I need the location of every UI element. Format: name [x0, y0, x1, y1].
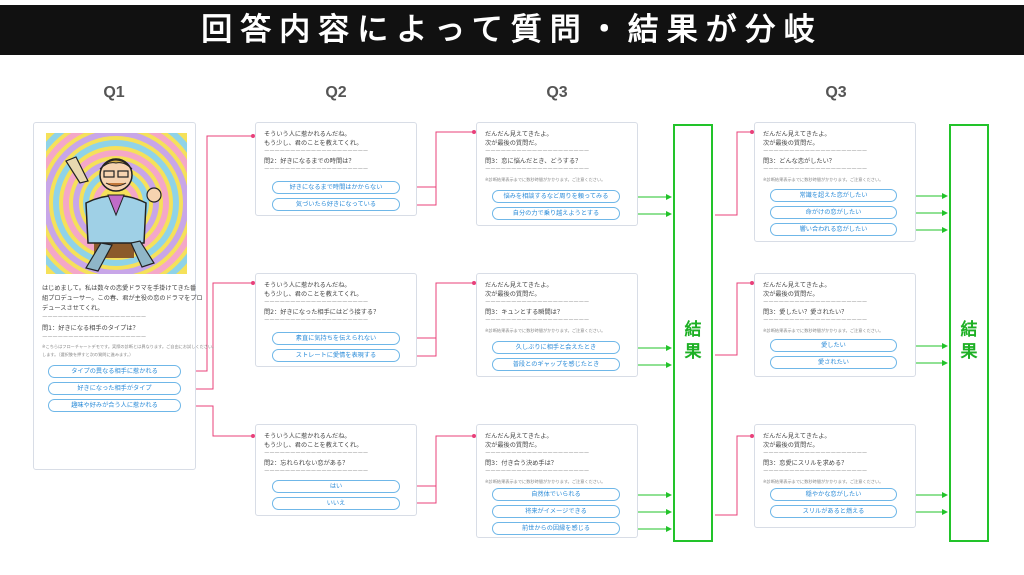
q2-rule: ーーーーーーーーーーーーーーーーーーーー: [264, 167, 369, 173]
column-label-q3-second: Q3: [825, 84, 847, 101]
q2-1-option-1[interactable]: 好きになるまで時間はかからない: [272, 181, 400, 194]
q3-line-1: だんだん見えてきたよ。: [485, 131, 553, 138]
q2-line-2: もう少し、君のことを教えてくれ。: [264, 140, 363, 147]
q3-note: ※診断結果表示までに数秒時間がかかります。ご注意ください。: [763, 479, 884, 484]
q1-option-3[interactable]: 趣味や好みが合う人に惹かれる: [48, 399, 181, 412]
q2-rule: ーーーーーーーーーーーーーーーーーーーー: [264, 300, 369, 306]
q3a-card-3: だんだん見えてきたよ。 次が最後の質問だ。 ーーーーーーーーーーーーーーーーーー…: [476, 424, 638, 538]
q3-question: 問3：愛したい？愛されたい？: [763, 309, 848, 316]
q1-intro-line-3: デュースさせてくれ。: [42, 305, 104, 312]
q3-note: ※診断結果表示までに数秒時間がかかります。ご注意ください。: [763, 177, 884, 182]
q2-question: 問2：好きになるまでの時間は？: [264, 158, 355, 165]
q3-rule: ーーーーーーーーーーーーーーーーーーーー: [485, 469, 590, 475]
q2-2-option-2[interactable]: ストレートに愛情を表現する: [272, 349, 400, 362]
q3-rule: ーーーーーーーーーーーーーーーーーーーー: [763, 451, 868, 457]
column-label-q3: Q3: [546, 84, 568, 101]
q3b-2-option-1[interactable]: 愛したい: [770, 339, 897, 352]
q3-rule: ーーーーーーーーーーーーーーーーーーーー: [485, 300, 590, 306]
q3b-3-option-1[interactable]: 穏やかな恋がしたい: [770, 488, 897, 501]
q3-line-2: 次が最後の質問だ。: [485, 291, 541, 298]
q3b-1-option-1[interactable]: 常識を超えた恋がしたい: [770, 189, 897, 202]
q3-line-2: 次が最後の質問だ。: [763, 442, 819, 449]
q3-line-1: だんだん見えてきたよ。: [763, 131, 831, 138]
q2-rule: ーーーーーーーーーーーーーーーーーーーー: [264, 451, 369, 457]
q3a-3-option-3[interactable]: 前世からの因縁を感じる: [492, 522, 620, 535]
q1-note-2: します。（選択肢を押すと次の質問に進みます。）: [42, 352, 134, 357]
q3a-1-option-1[interactable]: 悩みを相談するなど周りを頼ってみる: [492, 190, 620, 203]
q3-question: 問3：付き合う決め手は？: [485, 460, 557, 467]
q3-line-1: だんだん見えてきたよ。: [485, 433, 553, 440]
q2-line-2: もう少し、君のことを教えてくれ。: [264, 442, 363, 449]
q2-2-option-1[interactable]: 素直に気持ちを伝えられない: [272, 332, 400, 345]
q1-rule-top: ーーーーーーーーーーーーーーーーーーーー: [42, 315, 147, 321]
q3-rule: ーーーーーーーーーーーーーーーーーーーー: [485, 451, 590, 457]
q3a-3-option-2[interactable]: 将来がイメージできる: [492, 505, 620, 518]
q3-rule: ーーーーーーーーーーーーーーーーーーーー: [763, 167, 868, 173]
q3-rule: ーーーーーーーーーーーーーーーーーーーー: [763, 318, 868, 324]
q3a-1-option-2[interactable]: 自分の力で乗り越えようとする: [492, 207, 620, 220]
q3-line-2: 次が最後の質問だ。: [485, 140, 541, 147]
q3-note: ※診断結果表示までに数秒時間がかかります。ご注意ください。: [485, 177, 606, 182]
q3a-2-option-1[interactable]: 久しぶりに相手と会えたとき: [492, 341, 620, 354]
q3a-2-option-2[interactable]: 普段とのギャップを感じたとき: [492, 358, 620, 371]
q3-rule: ーーーーーーーーーーーーーーーーーーーー: [485, 149, 590, 155]
q1-option-2[interactable]: 好きになった相手がタイプ: [48, 382, 181, 395]
q3-rule: ーーーーーーーーーーーーーーーーーーーー: [763, 149, 868, 155]
q2-question: 問2：忘れられない恋がある？: [264, 460, 349, 467]
q3-note: ※診断結果表示までに数秒時間がかかります。ご注意ください。: [485, 479, 606, 484]
q2-rule: ーーーーーーーーーーーーーーーーーーーー: [264, 469, 369, 475]
q2-rule: ーーーーーーーーーーーーーーーーーーーー: [264, 318, 369, 324]
q2-question: 問2：好きになった相手にはどう接する？: [264, 309, 380, 316]
q1-card: はじめまして。私は数々の恋愛ドラマを手掛けてきた番 組プロデューサー。この春、君…: [33, 122, 216, 470]
q2-3-option-1[interactable]: はい: [272, 480, 400, 493]
result-char-2: 果: [684, 342, 702, 362]
q2-line-1: そういう人に惹かれるんだね。: [264, 131, 351, 138]
column-label-q1: Q1: [103, 84, 125, 101]
q1-intro-line-2: 組プロデューサー。この春、君が主役の恋のドラマをプロ: [42, 295, 203, 302]
q3-line-2: 次が最後の質問だ。: [485, 442, 541, 449]
q2-line-2: もう少し、君のことを教えてくれ。: [264, 291, 363, 298]
q3a-3-option-1[interactable]: 自然体でいられる: [492, 488, 620, 501]
q3-question: 問3：恋に悩んだとき、どうする？: [485, 158, 582, 165]
q3-rule: ーーーーーーーーーーーーーーーーーーーー: [763, 300, 868, 306]
q2-line-1: そういう人に惹かれるんだね。: [264, 433, 351, 440]
q1-question: 問1：好きになる相手のタイプは？: [42, 325, 139, 332]
q3-note: ※診断結果表示までに数秒時間がかかります。ご注意ください。: [485, 328, 606, 333]
result-char-1: 結: [960, 320, 978, 340]
q2-line-1: そういう人に惹かれるんだね。: [264, 282, 351, 289]
q3b-1-option-3[interactable]: 響い合われる恋がしたい: [770, 223, 897, 236]
q3-line-1: だんだん見えてきたよ。: [763, 433, 831, 440]
result-box-2: 結 果: [949, 124, 989, 542]
q2-rule: ーーーーーーーーーーーーーーーーーーーー: [264, 149, 369, 155]
result-box-1: 結 果: [673, 124, 713, 542]
q3-rule: ーーーーーーーーーーーーーーーーーーーー: [485, 318, 590, 324]
q1-note-1: ※こちらはフローチャートデモです。実際の診断とは異なります。ご自由にお試しくださ…: [42, 344, 217, 349]
q3b-card-1: だんだん見えてきたよ。 次が最後の質問だ。 ーーーーーーーーーーーーーーーーーー…: [754, 122, 916, 242]
q3-question: 問3：キュンとする瞬間は？: [485, 309, 563, 316]
q3b-1-option-2[interactable]: 命がけの恋がしたい: [770, 206, 897, 219]
q3b-3-option-2[interactable]: スリルがあると燃える: [770, 505, 897, 518]
q3-line-1: だんだん見えてきたよ。: [763, 282, 831, 289]
q3-line-2: 次が最後の質問だ。: [763, 291, 819, 298]
q3-rule: ーーーーーーーーーーーーーーーーーーーー: [763, 469, 868, 475]
result-char-1: 結: [684, 320, 702, 340]
column-label-q2: Q2: [325, 84, 347, 101]
q3-rule: ーーーーーーーーーーーーーーーーーーーー: [485, 167, 590, 173]
character-illustration: [46, 133, 187, 274]
q1-option-1[interactable]: タイプの異なる相手に惹かれる: [48, 365, 181, 378]
q3-line-2: 次が最後の質問だ。: [763, 140, 819, 147]
q3-question: 問3：どんな恋がしたい？: [763, 158, 835, 165]
q1-rule-bottom: ーーーーーーーーーーーーーーーーーーーー: [42, 335, 147, 341]
q3-note: ※診断結果表示までに数秒時間がかかります。ご注意ください。: [763, 328, 884, 333]
q3-line-1: だんだん見えてきたよ。: [485, 282, 553, 289]
q1-intro-line-1: はじめまして。私は数々の恋愛ドラマを手掛けてきた番: [42, 285, 197, 292]
q3b-2-option-2[interactable]: 愛されたい: [770, 356, 897, 369]
q2-3-option-2[interactable]: いいえ: [272, 497, 400, 510]
q2-1-option-2[interactable]: 気づいたら好きになっている: [272, 198, 400, 211]
result-char-2: 果: [960, 342, 978, 362]
page-title: 回答内容によって質問・結果が分岐: [0, 5, 1024, 55]
q3-question: 問3：恋愛にスリルを求める？: [763, 460, 848, 467]
